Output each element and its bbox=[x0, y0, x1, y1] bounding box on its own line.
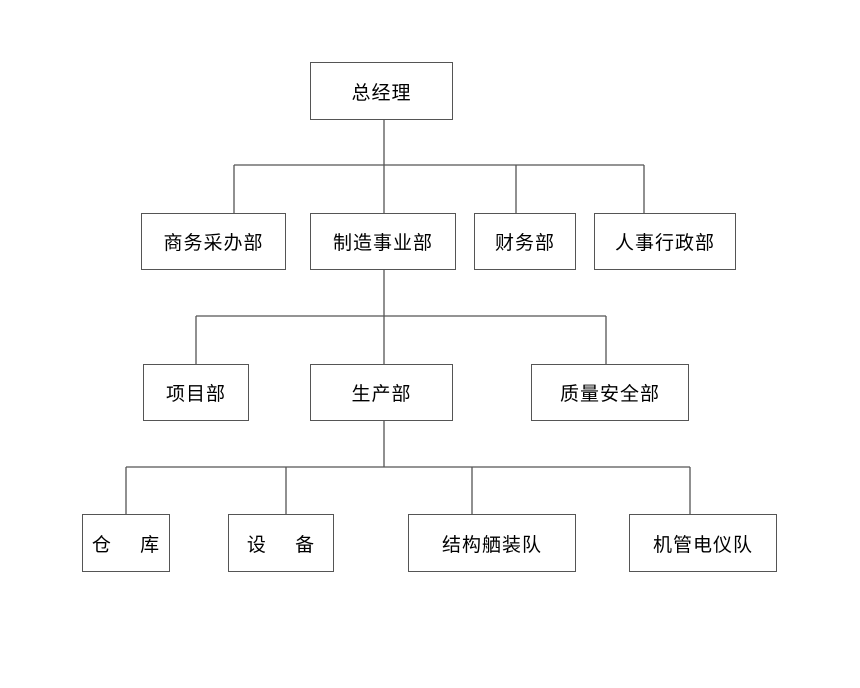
node-structure-outfitting-team: 结构舾装队 bbox=[408, 514, 576, 572]
node-production: 生产部 bbox=[310, 364, 453, 421]
node-commerce-procurement: 商务采办部 bbox=[141, 213, 286, 270]
node-warehouse: 仓 库 bbox=[82, 514, 170, 572]
node-quality-safety: 质量安全部 bbox=[531, 364, 689, 421]
node-general-manager: 总经理 bbox=[310, 62, 453, 120]
node-hr-admin: 人事行政部 bbox=[594, 213, 736, 270]
node-piping-electrical-team: 机管电仪队 bbox=[629, 514, 777, 572]
node-project: 项目部 bbox=[143, 364, 249, 421]
node-manufacturing: 制造事业部 bbox=[310, 213, 456, 270]
node-equipment: 设 备 bbox=[228, 514, 334, 572]
node-finance: 财务部 bbox=[474, 213, 576, 270]
